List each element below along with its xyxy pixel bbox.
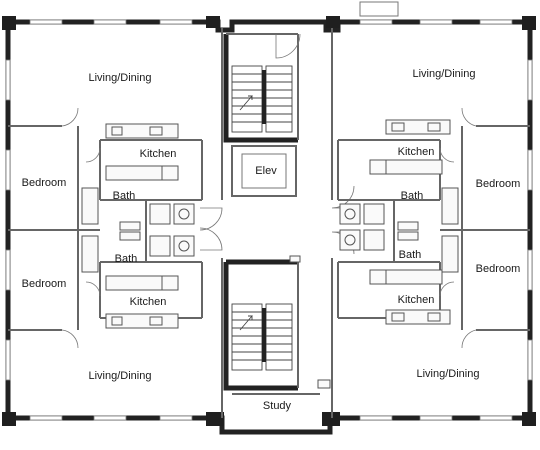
room-label-bedroom-ne: Bedroom xyxy=(476,178,521,190)
room-label-living-dining-sw: Living/Dining xyxy=(89,370,152,382)
outer-walls xyxy=(2,16,536,435)
room-label-bedroom-sw: Bedroom xyxy=(22,278,67,290)
room-label-living-dining-ne: Living/Dining xyxy=(413,68,476,80)
room-label-living-dining-nw: Living/Dining xyxy=(89,72,152,84)
room-label-kitchen-ne: Kitchen xyxy=(398,146,435,158)
roof-hatch xyxy=(359,1,399,17)
left-units xyxy=(8,107,203,349)
room-label-study: Study xyxy=(263,400,292,412)
room-label-elevator: Elev xyxy=(255,165,277,177)
room-label-bath-ne: Bath xyxy=(401,190,424,202)
right-units xyxy=(337,107,530,349)
room-label-bedroom-nw: Bedroom xyxy=(22,177,67,189)
room-label-kitchen-se: Kitchen xyxy=(398,294,435,306)
room-label-kitchen-sw: Kitchen xyxy=(130,296,167,308)
room-label-living-dining-se: Living/Dining xyxy=(417,368,480,380)
room-label-bedroom-se: Bedroom xyxy=(476,263,521,275)
room-label-bath-nw: Bath xyxy=(113,190,136,202)
room-label-bath-sw: Bath xyxy=(115,253,138,265)
core-doors xyxy=(199,33,355,255)
room-label-bath-se: Bath xyxy=(399,249,422,261)
stair-upper xyxy=(231,65,293,133)
core-walls xyxy=(221,28,333,418)
room-label-kitchen-nw: Kitchen xyxy=(140,148,177,160)
room-labels: Living/Dining Living/Dining Living/Dinin… xyxy=(22,68,521,412)
stair-lower xyxy=(231,303,293,371)
